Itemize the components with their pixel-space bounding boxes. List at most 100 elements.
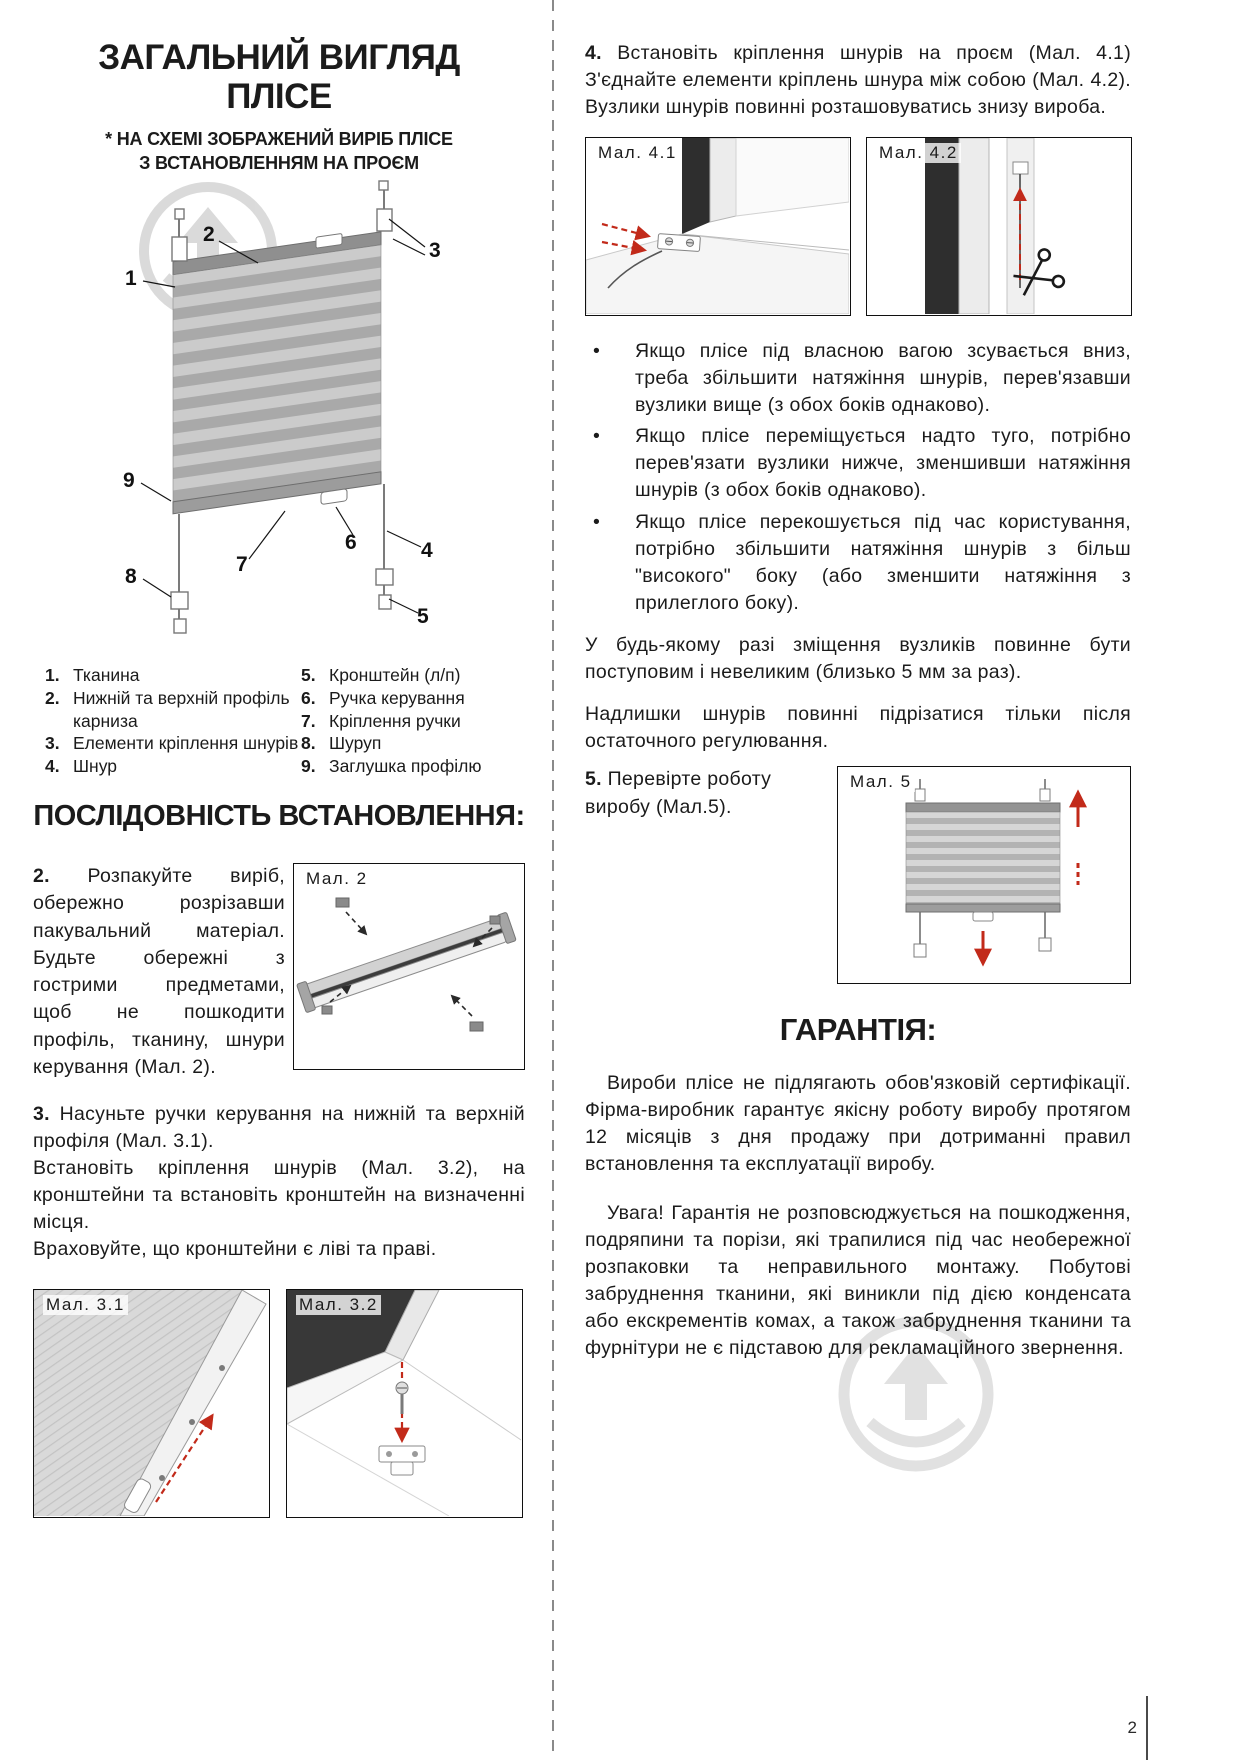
callout-4: 4 — [421, 539, 433, 562]
callout-1: 1 — [125, 267, 137, 290]
cords — [178, 189, 385, 620]
sill-line-2 — [287, 1423, 450, 1517]
control-handle — [320, 488, 348, 505]
legend-text: Кронштейн (л/п) — [329, 665, 461, 686]
pleated-fabric — [905, 812, 1061, 905]
legend-num: 4. — [45, 756, 60, 777]
legend-text: Шуруп — [329, 733, 382, 754]
figure-3-2-label: Мал. 3.2 — [296, 1294, 381, 1315]
figure-5-label: Мал. 5 — [847, 772, 915, 793]
warranty-paragraph-1: Вироби плісе не підлягають обов'язковій … — [585, 1072, 1131, 1176]
step-5-row: 5. Перевірте роботу виробу (Мал.5). Мал.… — [585, 766, 1131, 985]
callout-8: 8 — [125, 565, 137, 588]
page-subtitle-line2: З ВСТАНОВЛЕННЯМ НА ПРОЄМ — [139, 152, 419, 173]
window-frame-edge — [709, 137, 737, 223]
figure-3-1-label: Мал. 3.1 — [43, 1294, 128, 1315]
column-divider — [552, 0, 554, 1760]
legend-item: 1. Тканина — [45, 664, 301, 687]
callout-5: 5 — [417, 605, 429, 628]
legend-text: Елементи кріплення шнурів — [73, 733, 299, 754]
red-arrow-icon — [155, 1413, 214, 1503]
parts-legend: 1. Тканина 2.Нижній та верхній профіль ка… — [33, 664, 525, 778]
step-2-row: 2. Розпакуйте виріб, обережно розрізавши… — [33, 862, 525, 1081]
red-arrow-icon — [601, 222, 651, 255]
small-parts — [321, 897, 501, 1032]
figure-4-1: Мал. 4.1 — [585, 136, 851, 316]
figures-3-row: Мал. 3.1 — [33, 1288, 525, 1518]
watermark-logo — [826, 1304, 1006, 1489]
packed-profiles — [296, 912, 517, 1013]
legend-item: 5. Кронштейн (л/п) — [301, 664, 525, 687]
red-arrow-icon — [974, 789, 1087, 968]
legend-num: 6. — [301, 687, 316, 708]
figure-4-2: Мал. 4.2 — [866, 136, 1132, 316]
step-3-text: 3. Насуньте ручки керування на нижній та… — [33, 1101, 525, 1262]
handle-clip — [124, 1478, 152, 1513]
legend-num: 1. — [45, 665, 60, 686]
step-5-body: Перевірте роботу виробу (Мал.5). — [585, 768, 772, 818]
window-pane — [735, 137, 850, 217]
blind-body — [172, 231, 382, 515]
callout-9: 9 — [123, 469, 135, 492]
callout-numbers: 1 2 3 9 7 6 4 8 5 — [123, 223, 441, 628]
legend-num: 9. — [301, 756, 316, 777]
page-title: ЗАГАЛЬНИЙ ВИГЛЯД ПЛІСЕ — [33, 38, 525, 116]
legend-num: 5. — [301, 665, 316, 686]
assembly-arrows — [329, 911, 493, 1017]
figure-2-label: Мал. 2 — [303, 868, 371, 889]
legend-text: Шнур — [73, 756, 117, 777]
sequence-title: ПОСЛІДОВНІСТЬ ВСТАНОВЛЕННЯ: — [33, 799, 525, 832]
callout-lines — [140, 218, 426, 614]
legend-item: 7. Кріплення ручки — [301, 710, 525, 733]
control-handle — [972, 911, 994, 922]
legend-item: 2.Нижній та верхній профіль карниза — [45, 687, 301, 733]
step-2-number: 2. — [33, 864, 50, 887]
sill-edge — [681, 233, 850, 251]
legend-text: Тканина — [73, 665, 140, 686]
left-column: ЗАГАЛЬНИЙ ВИГЛЯД ПЛІСЕ * НА СХЕМІ ЗОБРАЖ… — [33, 38, 525, 1518]
note-1: У будь-якому разі зміщення вузликів пови… — [585, 633, 1131, 683]
step-3-sentence3: Враховуйте, що кронштейни є ліві та прав… — [33, 1237, 437, 1260]
warranty-title: ГАРАНТІЯ: — [779, 1012, 937, 1048]
legend-item: 9.Заглушка профілю — [301, 755, 525, 778]
figure-5: Мал. 5 — [837, 766, 1131, 985]
adjustment-bullets: Якщо плісе під власною вагою зсувається … — [585, 338, 1131, 617]
page-title-line1: ЗАГАЛЬНИЙ ВИГЛЯД — [98, 38, 460, 77]
legend-text: Кріплення ручки — [329, 710, 461, 731]
cord-brackets — [170, 180, 394, 634]
step-3-sentence1: Насуньте ручки керування на нижній та ве… — [33, 1103, 525, 1153]
callout-3: 3 — [429, 239, 441, 262]
legend-column-1: 1. Тканина 2.Нижній та верхній профіль ка… — [33, 664, 301, 778]
right-column: 4. Встановіть кріплення шнурів на проєм … — [585, 40, 1132, 1361]
step-3-number: 3. — [33, 1103, 50, 1126]
legend-item: 4. Шнур — [45, 755, 301, 778]
callout-7: 7 — [236, 553, 248, 576]
step-4-body: Встановіть кріплення шнурів на проєм (Ма… — [585, 42, 1131, 118]
top-handle-clip — [315, 233, 343, 249]
figure-4-1-label: Мал. 4.1 — [595, 142, 680, 163]
page-subtitle: * НА СХЕМІ ЗОБРАЖЕНИЙ ВИРІБ ПЛІСЕ З ВСТА… — [33, 128, 525, 175]
figure-3-2: Мал. 3.2 — [286, 1288, 523, 1518]
warranty-paragraph-2: Увага! Гарантія не розповсюджується на п… — [585, 1202, 1131, 1359]
legend-num: 3. — [45, 733, 60, 754]
figure-4-1-svg — [586, 137, 850, 315]
footer-rule — [1146, 1696, 1148, 1760]
figure-2-svg — [296, 897, 517, 1032]
pleated-fabric — [172, 244, 382, 503]
page-number: 2 — [1127, 1718, 1137, 1737]
cord-bracket — [378, 1445, 426, 1476]
bullet-item: Якщо плісе перекошується під час користу… — [585, 509, 1131, 617]
blind-overview-diagram: 1 2 3 9 7 6 4 8 5 — [33, 179, 525, 662]
step-3-sentence2: Встановіть кріплення шнурів (Мал. 3.2), … — [33, 1157, 525, 1233]
legend-column-2: 5. Кронштейн (л/п) 6. Ручка керування 7. Кр… — [301, 664, 525, 778]
bottom-rail — [172, 471, 382, 515]
step-5-text: 5. Перевірте роботу виробу (Мал.5). — [585, 766, 823, 821]
legend-text: Ручка керування — [329, 687, 465, 708]
page-subtitle-line1: * НА СХЕМІ ЗОБРАЖЕНИЙ ВИРІБ ПЛІСЕ — [105, 129, 453, 150]
cord — [607, 249, 663, 289]
step-4-text: 4. Встановіть кріплення шнурів на проєм … — [585, 40, 1131, 121]
legend-num: 7. — [301, 710, 316, 731]
legend-num: 2. — [45, 687, 60, 708]
step-2-body: Розпакуйте виріб, обережно розрізавши па… — [33, 864, 286, 1078]
step-5-number: 5. — [585, 768, 602, 791]
